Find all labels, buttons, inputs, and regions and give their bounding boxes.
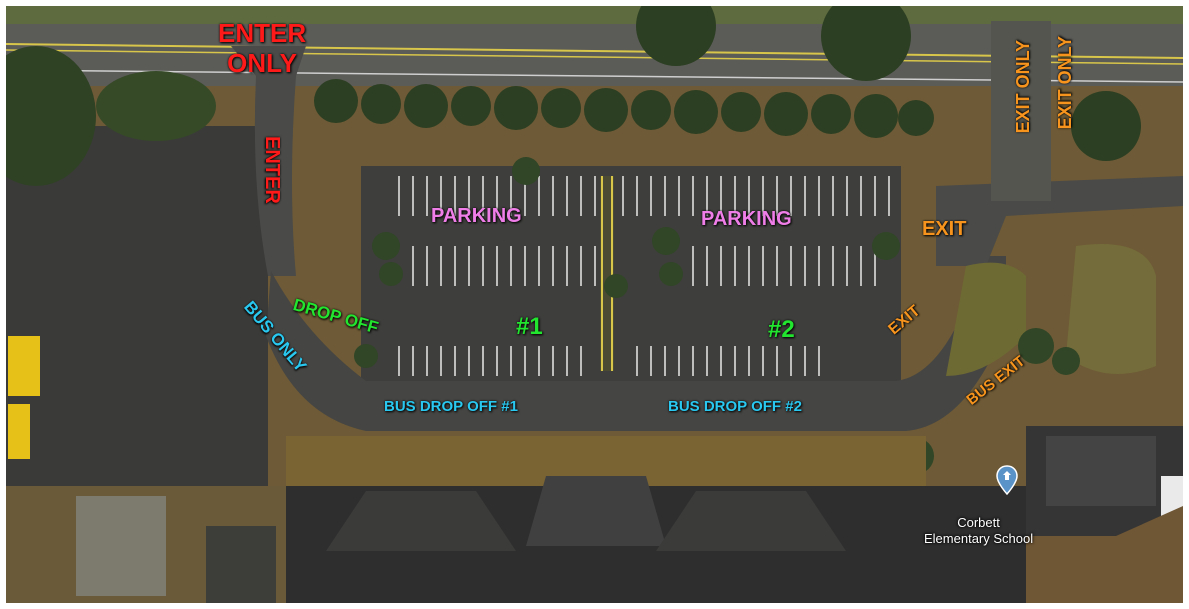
label-enter-only-line1: ENTER: [218, 18, 307, 48]
school-name-line1: Corbett: [957, 515, 1000, 530]
entrance-road: [231, 46, 306, 276]
label-enter: ENTER: [261, 136, 283, 204]
map-pin-icon[interactable]: [996, 465, 1018, 495]
label-bus-drop-off-1: BUS DROP OFF #1: [384, 398, 518, 415]
bus-1: [8, 336, 40, 396]
left-lot: [6, 126, 268, 486]
label-parking-1: PARKING: [431, 205, 522, 227]
label-lot-1: #1: [516, 313, 543, 340]
label-enter-only: ENTER ONLY: [218, 20, 306, 76]
bus-2: [8, 404, 30, 459]
bus-lane: [266, 256, 1006, 431]
label-lot-2: #2: [768, 316, 795, 343]
label-exit-top: EXIT: [922, 218, 967, 240]
tree-row: [314, 6, 1141, 161]
label-exit-only-1: EXIT ONLY: [1013, 40, 1033, 134]
school-name-line2: Elementary School: [924, 531, 1034, 547]
aerial-photo: [6, 6, 1183, 603]
label-exit-only-2: EXIT ONLY: [1055, 36, 1075, 130]
label-enter-only-line2: ONLY: [227, 48, 297, 78]
grass-island: [946, 262, 1026, 376]
label-parking-2: PARKING: [701, 208, 792, 230]
label-bus-drop-off-2: BUS DROP OFF #2: [668, 398, 802, 415]
school-name-label[interactable]: Corbett Elementary School: [924, 515, 1033, 548]
exit-drive: [991, 21, 1051, 201]
